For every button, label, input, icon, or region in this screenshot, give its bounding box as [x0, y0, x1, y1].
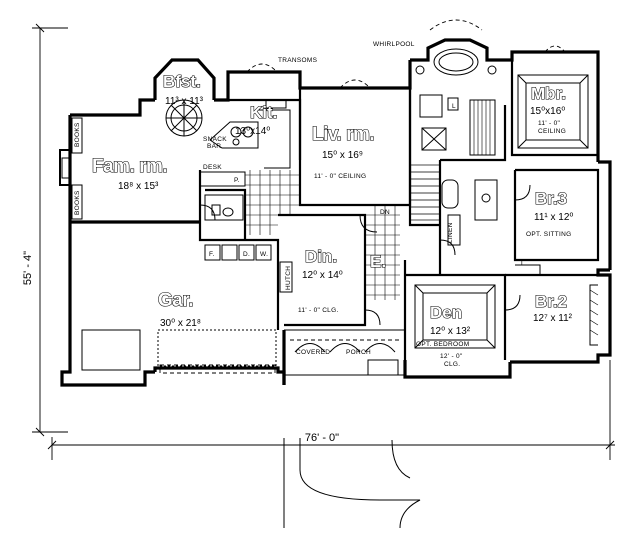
label-snack: SNACK — [203, 136, 227, 143]
width-dimension: 76' - 0" — [305, 432, 339, 444]
label-hutch: HUTCH — [285, 266, 292, 290]
label-d: D. — [243, 251, 250, 258]
room-name-gar: Gar. — [158, 290, 193, 311]
room-size-bfst: 11³ x 11³ — [165, 96, 204, 107]
room-size-mbr: 15⁰x16⁰ — [530, 106, 565, 117]
garage-door — [159, 364, 276, 374]
room-size-fam: 18⁸ x 15³ — [118, 181, 159, 192]
label-linen: LINEN — [447, 222, 454, 243]
label-whirlpool: WHIRLPOOL — [373, 41, 415, 48]
room-name-bfst: Bfst. — [163, 72, 201, 91]
room-note-mbr-2: CEILING — [538, 128, 566, 135]
room-name-br2: Br.2 — [535, 292, 567, 311]
room-size-din: 12⁰ x 14⁰ — [302, 270, 343, 281]
room-name-br3: Br.3 — [535, 189, 567, 208]
room-note-din: 11' - 0" CLG. — [298, 307, 339, 314]
porch-arches — [290, 339, 400, 376]
room-clg-den-1: 12' - 0" — [440, 353, 463, 360]
room-name-entry: E. — [370, 252, 386, 271]
label-l-2: L — [521, 260, 525, 267]
driveway — [283, 438, 421, 529]
laundry-appliances — [204, 244, 272, 261]
dimension-lines — [32, 23, 615, 460]
room-name-din: Din. — [305, 247, 337, 266]
depth-dimension: 55' - 4" — [22, 251, 34, 285]
room-note-br3: OPT. SITTING — [526, 231, 572, 238]
room-size-gar: 30⁰ x 21⁸ — [160, 318, 201, 329]
room-clg-den-2: CLG. — [444, 361, 460, 368]
kitchen-island — [209, 99, 291, 169]
room-size-liv: 15⁰ x 16⁹ — [322, 150, 363, 161]
label-desk: DESK — [203, 164, 222, 171]
label-books-top: BOOKS — [74, 122, 81, 147]
room-name-liv: Liv. rm. — [312, 124, 374, 145]
tile-floor — [245, 170, 400, 300]
room-size-den: 12⁰ x 13² — [430, 326, 471, 337]
exterior-walls — [60, 38, 612, 387]
label-dn: DN — [380, 209, 390, 216]
room-name-mbr: Mbr. — [531, 84, 566, 103]
room-note-den: OPT. BEDROOM — [416, 341, 469, 348]
label-books-bottom: BOOKS — [74, 190, 81, 215]
room-name-fam: Fam. rm. — [92, 156, 167, 177]
stairs — [409, 164, 441, 221]
label-covered: COVERED — [296, 349, 330, 356]
label-bar: BAR — [207, 143, 221, 150]
room-note-liv: 11' - 0" CEILING — [314, 173, 366, 180]
interior-walls — [198, 52, 600, 360]
label-l-1: L — [452, 103, 456, 110]
room-name-den: Den — [430, 303, 462, 322]
label-w: W. — [260, 251, 268, 258]
label-porch: PORCH — [346, 349, 371, 356]
label-f: F. — [209, 251, 215, 258]
door-swings — [199, 184, 531, 326]
room-note-mbr-1: 11' - 0" — [538, 120, 560, 127]
room-name-kit: Kit. — [250, 103, 277, 122]
label-transoms: TRANSOMS — [278, 57, 318, 64]
label-p: P. — [234, 177, 240, 184]
master-bath — [415, 19, 498, 246]
transoms — [246, 45, 566, 89]
breakfast-table — [165, 99, 203, 137]
room-size-br2: 12⁷ x 11² — [533, 313, 573, 324]
fireplace — [59, 149, 70, 186]
room-size-kit: 13⁰x14⁰ — [235, 126, 270, 137]
room-size-br3: 11¹ x 12⁰ — [534, 212, 573, 223]
